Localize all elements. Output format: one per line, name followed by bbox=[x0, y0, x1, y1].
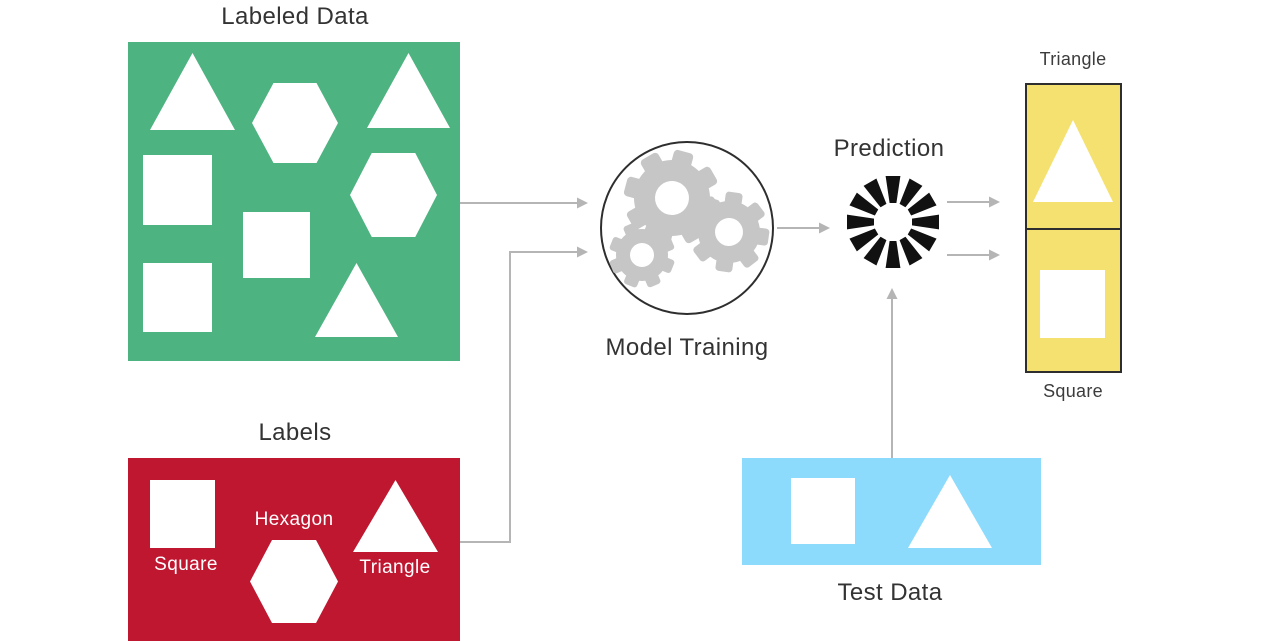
hexagon-shape bbox=[252, 83, 338, 163]
test-data-box bbox=[742, 458, 1041, 565]
arrow-labels-to-training bbox=[460, 251, 577, 543]
square-shape bbox=[143, 155, 212, 225]
model-training-label: Model Training bbox=[605, 334, 769, 361]
output-square-label: Square bbox=[1043, 381, 1103, 401]
triangle-shape bbox=[908, 475, 992, 548]
gears-icon bbox=[609, 149, 770, 288]
prediction-label: Prediction bbox=[833, 135, 945, 162]
output-triangle-label: Triangle bbox=[1039, 49, 1107, 69]
square-shape bbox=[150, 480, 215, 548]
triangle-shape bbox=[1033, 120, 1113, 202]
triangle-shape bbox=[150, 53, 235, 130]
triangle-shape bbox=[353, 480, 438, 552]
output-triangle-box bbox=[1025, 83, 1122, 230]
square-shape bbox=[143, 263, 212, 332]
triangle-shape bbox=[367, 53, 450, 128]
hexagon-shape bbox=[250, 540, 338, 623]
labels-title: Labels bbox=[258, 419, 332, 446]
model-training-node bbox=[600, 141, 774, 315]
labeled-data-title: Labeled Data bbox=[221, 3, 369, 30]
square-shape bbox=[1040, 270, 1105, 338]
square-shape bbox=[791, 478, 855, 544]
labels-box: Square Hexagon Triangle bbox=[128, 458, 460, 641]
triangle-shape bbox=[315, 263, 398, 337]
hexagon-shape bbox=[350, 153, 437, 237]
square-shape bbox=[243, 212, 310, 278]
triangle-label: Triangle bbox=[359, 557, 431, 578]
test-data-title: Test Data bbox=[837, 579, 943, 606]
square-label: Square bbox=[154, 554, 218, 575]
spinner-icon bbox=[847, 176, 939, 268]
output-square-box bbox=[1025, 228, 1122, 373]
hexagon-label: Hexagon bbox=[254, 509, 334, 530]
labeled-data-box bbox=[128, 42, 460, 361]
